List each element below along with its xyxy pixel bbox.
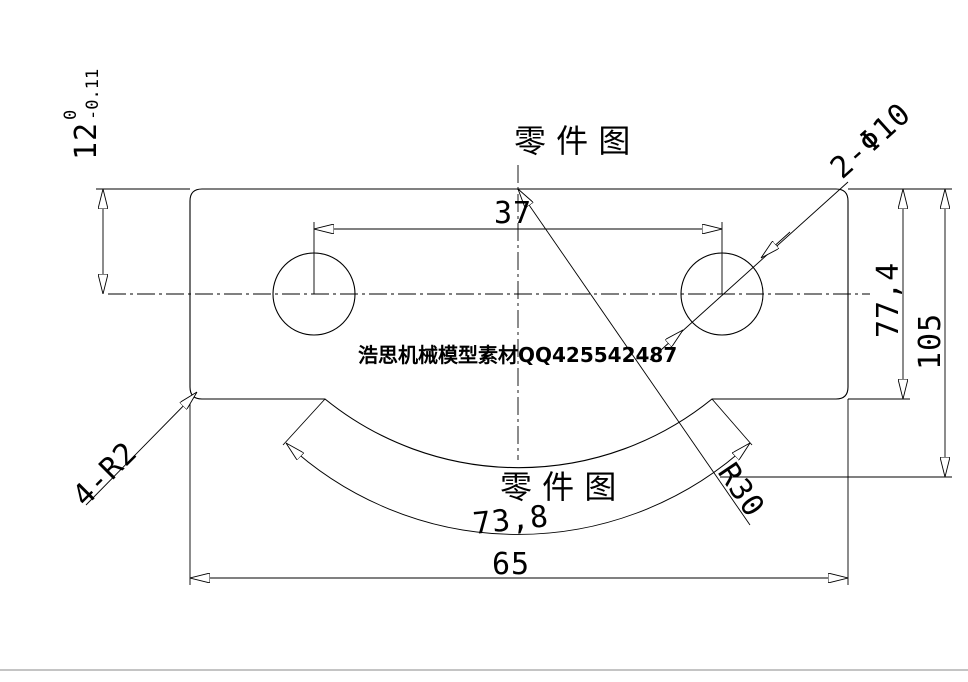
- part-outline: [189, 188, 849, 469]
- dim-arc-73-line: [286, 443, 750, 535]
- hole-leader: [667, 181, 849, 345]
- dim-12-tol-lower: -0.11: [83, 69, 103, 120]
- arc-ext-right: [711, 398, 753, 446]
- arc-ext-left: [282, 398, 326, 446]
- dim-77-label: 77,4: [871, 262, 906, 338]
- caption-top: 零 件 图: [514, 122, 630, 160]
- dim-arc-label: 73,8: [471, 499, 550, 542]
- hole-leader-arrow-outer: [761, 231, 791, 258]
- dim-37-label: 37: [494, 196, 532, 231]
- dim-r30-label: R30: [710, 457, 771, 524]
- corner-leader: [85, 392, 197, 506]
- r30-leader: [518, 189, 751, 526]
- dim-65-label: 65: [492, 547, 530, 582]
- dim-12-tol-upper: 0: [61, 110, 81, 120]
- dim-holes-label: 2-Φ10: [824, 96, 918, 186]
- dim-corner-label: 4-R2: [66, 435, 145, 514]
- dim-105-label: 105: [913, 313, 948, 370]
- watermark-text: 浩思机械模型素材QQ425542487: [358, 343, 677, 367]
- hole-leader-arrow-inner: [649, 330, 683, 361]
- dim-12-label-group: 12 0 -0.11: [61, 69, 104, 160]
- caption-bottom: 零 件 图: [500, 468, 616, 506]
- dim-12-label: 12: [69, 122, 104, 160]
